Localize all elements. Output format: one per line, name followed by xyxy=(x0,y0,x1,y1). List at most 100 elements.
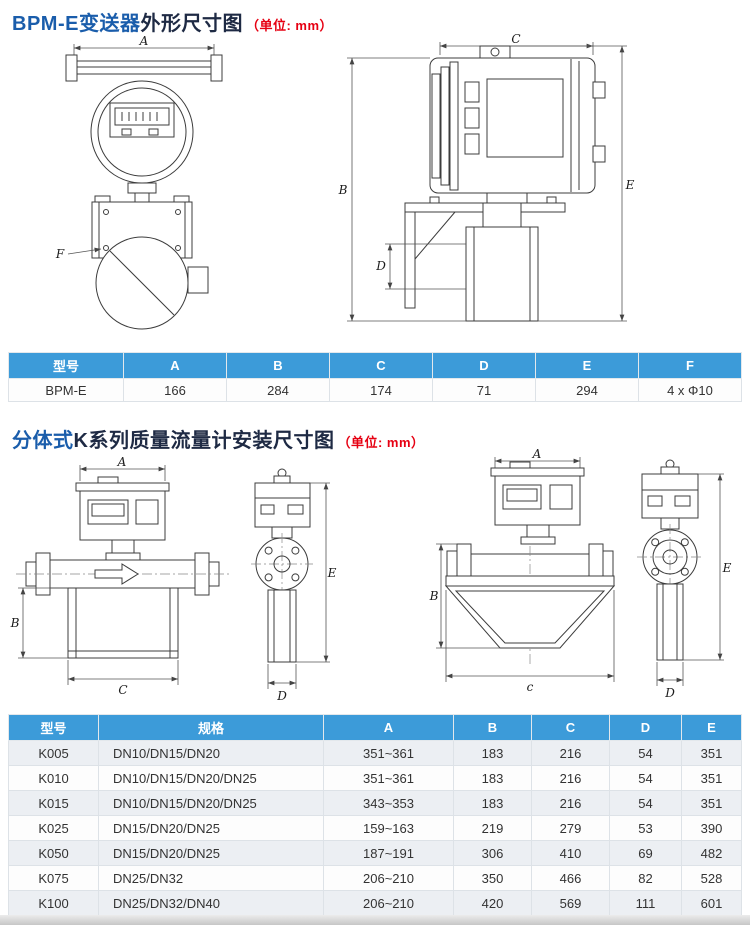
cell-model: K010 xyxy=(8,765,99,791)
bpm-front-view-drawing: A F xyxy=(55,34,223,330)
bpm-side-view-drawing: C B D xyxy=(338,32,635,322)
cell-d: 54 xyxy=(609,765,682,791)
k-wedge-front-view-drawing: A B c xyxy=(429,447,616,694)
cell-spec: DN25/DN32 xyxy=(98,865,324,891)
dim-label-a: A xyxy=(117,455,127,469)
dim-label-d: D xyxy=(375,259,386,273)
cell-e: 528 xyxy=(681,865,742,891)
table-row: K100 DN25/DN32/DN40 206~210 420 569 111 … xyxy=(8,890,742,916)
col-header-c: C xyxy=(329,352,433,379)
dim-e: E xyxy=(683,473,732,661)
cell-b: 420 xyxy=(453,890,532,916)
cell-a: 159~163 xyxy=(323,815,454,841)
col-header-e: E xyxy=(681,714,742,741)
dim-label-b: B xyxy=(338,183,348,197)
col-header-d: D xyxy=(609,714,682,741)
dim-label-d: D xyxy=(276,689,287,703)
cell-d: 54 xyxy=(609,790,682,816)
k-inline-side-view-drawing: D E xyxy=(251,468,337,703)
sensor-case xyxy=(67,587,179,659)
dim-label-b: B xyxy=(429,589,439,603)
flange-face xyxy=(637,524,703,590)
transmitter-box xyxy=(490,461,585,545)
k-section-title: 分体式K系列质量流量计安装尺寸图（单位: mm） xyxy=(12,424,425,453)
col-header-spec: 规格 xyxy=(98,714,324,741)
dim-d: D xyxy=(375,243,466,290)
k-inline-front-view-drawing: A B C xyxy=(10,455,229,697)
col-header-d: D xyxy=(432,352,536,379)
cell-c: 174 xyxy=(329,378,433,402)
cell-a: 187~191 xyxy=(323,840,454,866)
bpm-title-text: 外形尺寸图 xyxy=(140,13,243,35)
cell-b: 183 xyxy=(453,765,532,791)
cell-d: 111 xyxy=(609,890,682,916)
bottom-shadow-strip xyxy=(0,915,750,925)
dim-label-c: c xyxy=(527,680,534,694)
table-row: K050 DN15/DN20/DN25 187~191 306 410 69 4… xyxy=(8,840,742,866)
mounting-clamp xyxy=(65,54,223,82)
cell-spec: DN10/DN15/DN20/DN25 xyxy=(98,765,324,791)
cell-a: 351~361 xyxy=(323,765,454,791)
cell-e: 294 xyxy=(535,378,639,402)
dim-e: E xyxy=(296,482,337,663)
cell-b: 350 xyxy=(453,865,532,891)
col-header-model: 型号 xyxy=(8,714,99,741)
dim-d: D xyxy=(267,664,297,703)
bpm-title-unit-note: （单位: mm） xyxy=(245,18,334,33)
dim-label-a: A xyxy=(532,447,542,461)
bpm-title-model: BPM-E变送器 xyxy=(12,13,141,35)
dim-label-e: E xyxy=(625,178,635,192)
cell-model: K075 xyxy=(8,865,99,891)
cell-e: 351 xyxy=(681,765,742,791)
dim-label-d: D xyxy=(664,686,675,700)
flow-direction-arrow-icon xyxy=(94,563,139,585)
cell-c: 216 xyxy=(531,790,610,816)
dim-label-e: E xyxy=(327,566,337,580)
cell-b: 284 xyxy=(226,378,330,402)
dim-b: B xyxy=(10,587,68,659)
cell-c: 279 xyxy=(531,815,610,841)
cell-e: 351 xyxy=(681,790,742,816)
dim-e: E xyxy=(510,45,635,322)
cell-model: K100 xyxy=(8,890,99,916)
dim-c: C xyxy=(439,32,594,55)
dim-c: c xyxy=(445,590,615,694)
cell-e: 390 xyxy=(681,815,742,841)
col-header-a: A xyxy=(123,352,227,379)
transmitter-box-side xyxy=(641,459,699,530)
bpm-dimension-table: 型号 A B C D E F BPM-E 166 284 174 71 294 … xyxy=(8,352,742,402)
k-wedge-side-view-drawing: D E xyxy=(637,459,732,700)
dim-label-b: B xyxy=(10,616,20,630)
cell-model: K005 xyxy=(8,740,99,766)
table-header-row: 型号 A B C D E F xyxy=(8,352,742,379)
col-header-b: B xyxy=(226,352,330,379)
col-header-model: 型号 xyxy=(8,352,124,379)
cell-c: 216 xyxy=(531,740,610,766)
dim-c: C xyxy=(67,660,179,697)
cell-e: 601 xyxy=(681,890,742,916)
cell-model: K025 xyxy=(8,815,99,841)
cell-e: 482 xyxy=(681,840,742,866)
dim-label-c: C xyxy=(118,683,127,697)
valve-body xyxy=(95,236,209,330)
dim-a: A xyxy=(73,34,215,59)
sensor-stem xyxy=(656,583,684,661)
flange-face xyxy=(251,533,313,596)
cell-c: 569 xyxy=(531,890,610,916)
dim-b: B xyxy=(338,57,466,322)
cell-d: 71 xyxy=(432,378,536,402)
cell-model: K050 xyxy=(8,840,99,866)
cell-model: BPM-E xyxy=(8,378,124,402)
table-row: K010 DN10/DN15/DN20/DN25 351~361 183 216… xyxy=(8,765,742,791)
cell-c: 410 xyxy=(531,840,610,866)
cell-b: 306 xyxy=(453,840,532,866)
transmitter-body-side xyxy=(429,45,606,194)
bpm-section-title: BPM-E变送器外形尺寸图（单位: mm） xyxy=(12,7,333,36)
cell-a: 351~361 xyxy=(323,740,454,766)
cell-spec: DN15/DN20/DN25 xyxy=(98,840,324,866)
cell-spec: DN10/DN15/DN20 xyxy=(98,740,324,766)
cell-spec: DN15/DN20/DN25 xyxy=(98,815,324,841)
table-row: K075 DN25/DN32 206~210 350 466 82 528 xyxy=(8,865,742,891)
col-header-b: B xyxy=(453,714,532,741)
